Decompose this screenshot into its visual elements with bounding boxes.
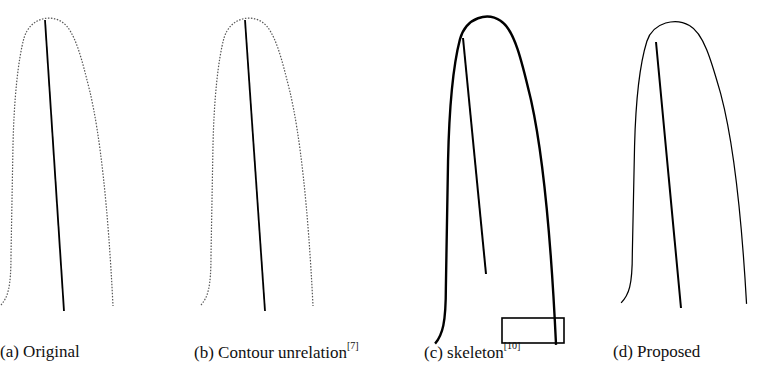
finger-contour	[201, 18, 313, 306]
panel-caption: (a) Original	[0, 342, 80, 361]
caption: (c) skeleton[10]	[424, 342, 520, 363]
finger-contour	[1, 18, 113, 306]
caption: (b) Contour unrelation[7]	[194, 342, 359, 363]
finger-contour	[435, 17, 556, 345]
proposed-panel	[621, 22, 746, 304]
original-panel	[1, 18, 113, 311]
axis-line	[463, 38, 486, 274]
panel-caption: (c) skeleton	[424, 343, 504, 362]
citation-number: [10]	[504, 340, 521, 351]
panel-caption: (b) Contour unrelation	[194, 343, 347, 362]
contour-unrelation-panel	[201, 18, 313, 311]
axis-line	[656, 42, 681, 308]
caption: (a) Original	[0, 342, 80, 362]
panel-caption: (d) Proposed	[613, 342, 700, 361]
axis-line	[245, 20, 265, 311]
marked-region	[502, 318, 564, 343]
axis-line	[45, 20, 64, 311]
caption: (d) Proposed	[613, 342, 700, 362]
finger-contour	[621, 22, 746, 304]
skeleton-panel	[435, 17, 556, 345]
citation-number: [7]	[347, 340, 359, 351]
